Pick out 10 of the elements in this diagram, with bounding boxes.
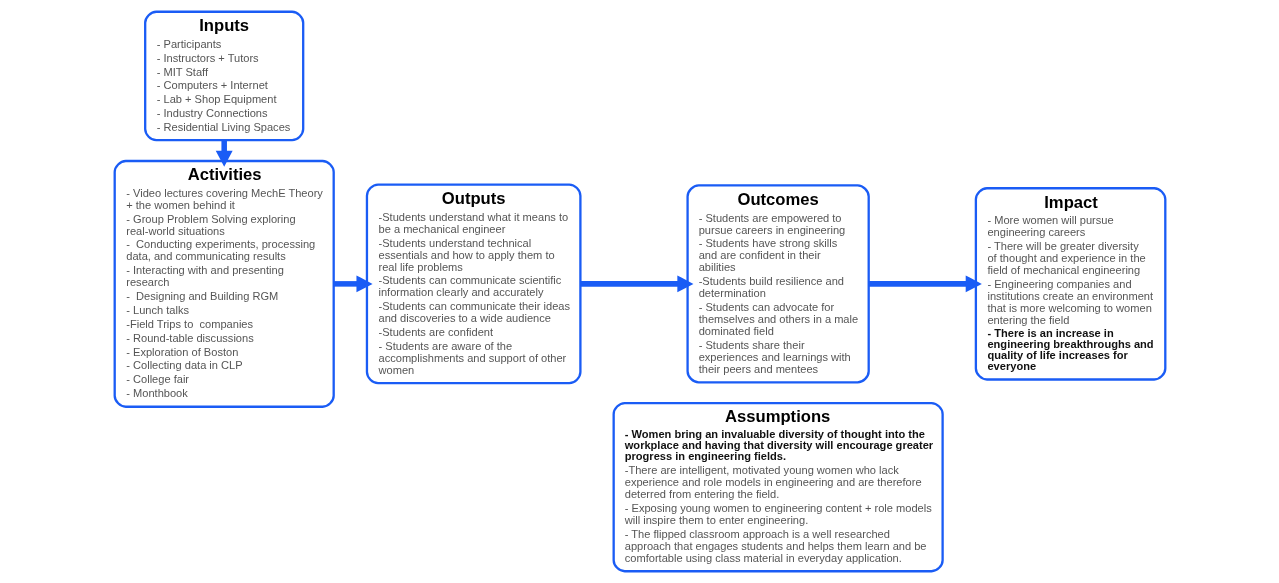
node-box: Outputs -Students understand what it means to be a mechanical engineer -Students understand technical essentials and how to apply them to real life problems -Students can communicate scientific information clearly and accurately -Students can communicate their ideas and discoveries to a wide audience -Students are confident - Students are aware of the accomplishments and support of other women [365, 183, 582, 385]
node-box: Impact - More women will pursue engineering careers - There will be greater diversity of thought and experience in the field of mechanical engineering - Engineering companies and institutions create an environment that is more welcoming to women entering the field - There is an increase in engineering breakthroughs and quality of life increases for everyone [974, 187, 1166, 381]
node-box: Inputs - Participants - Instructors + Tutors - MIT Staff - Computers + Internet - Lab + Shop Equipment - Industry Connections - Residential Living Spaces [143, 10, 304, 142]
arrow [868, 275, 982, 293]
arrow [333, 275, 373, 293]
node-box: Assumptions - Women bring an invaluable diversity of thought into the workplace and having that diversity will encourage greater progress in engineering fields. -There are intelligent, motivated young women who lack experience and role models in engineering and are therefore deterred from entering the field. - Exposing young women to engineering content + role models will inspire them to enter engineering. - The flipped classroom approach is a well researched approach that engages students and helps them learn and be comfortable using class material in everyday application. [612, 401, 944, 573]
arrow [215, 140, 233, 167]
arrow [579, 275, 693, 293]
node-box: Activities - Video lectures covering MechE Theory + the women behind it - Group Problem Solving exploring real-world situations - Conducting experiments, processing data, and communicating results - Interacting with and presenting research - Designing and Building RGM - Lunch talks -Field Trips to companies - Round-table discussions - Exploration of Boston - Collecting data in CLP - College fair - Monthbook [113, 159, 335, 408]
node-box: Outcomes - Students are empowered to pursue careers in engineering - Students have strong skills and are confident in their abilities -Students build resilience and determination - Students can advocate for themselves and others in a male dominated field - Students share their experiences and learnings with their peers and mentees [685, 184, 870, 384]
